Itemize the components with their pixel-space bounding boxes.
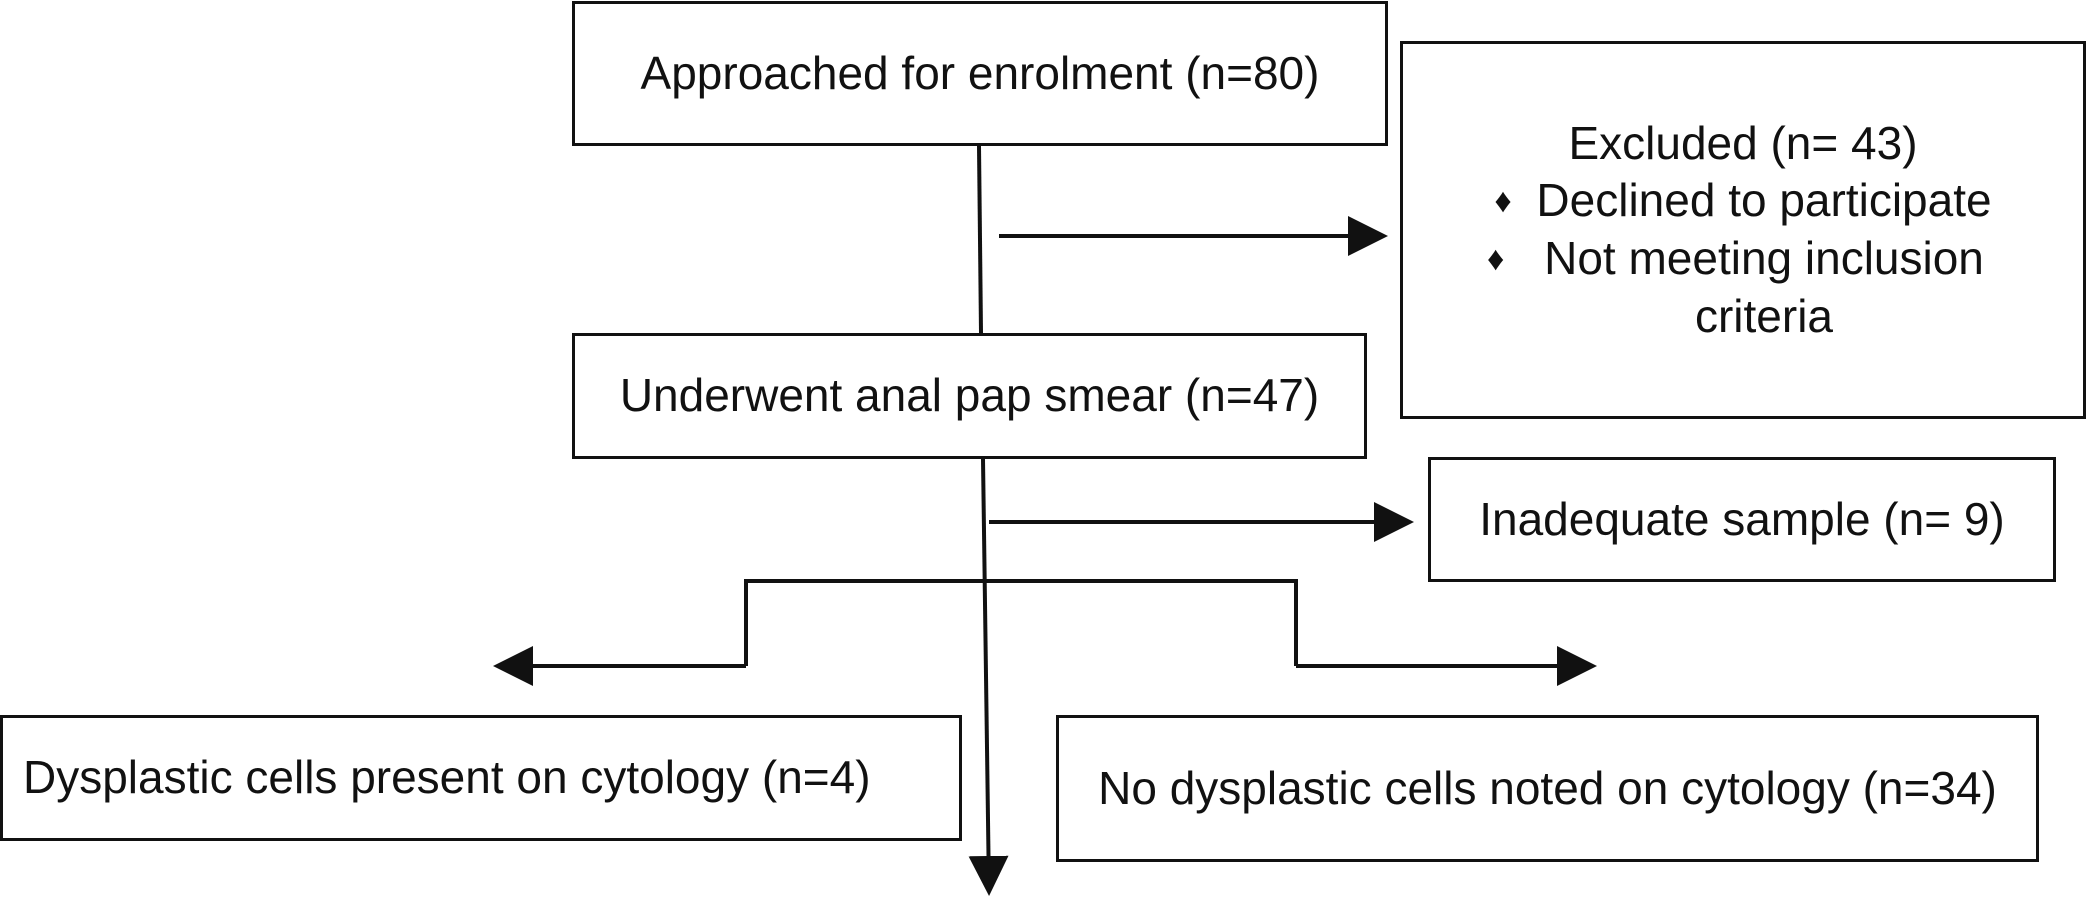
excluded-reason-2: ♦ Not meeting inclusion criteria [1487, 230, 1999, 345]
enrolment-label: Approached for enrolment (n=80) [640, 46, 1320, 99]
excluded-reason-label: Not meeting inclusion criteria [1544, 232, 1984, 342]
dysplastic-present-box: Dysplastic cells present on cytology (n=… [0, 715, 962, 841]
enrolment-box: Approached for enrolment (n=80) [572, 1, 1388, 146]
pap-smear-label: Underwent anal pap smear (n=47) [619, 369, 1320, 422]
split-connector [744, 579, 1298, 666]
excluded-reason-1: ♦ Declined to participate [1494, 172, 1991, 230]
dysplastic-present-label: Dysplastic cells present on cytology (n=… [23, 751, 871, 804]
excluded-title: Excluded (n= 43) [1568, 116, 1918, 169]
inadequate-sample-label: Inadequate sample (n= 9) [1479, 492, 2005, 545]
excluded-reason-label: Declined to participate [1536, 174, 1992, 227]
no-dysplastic-box: No dysplastic cells noted on cytology (n… [1056, 715, 2039, 862]
diamond-bullet-icon: ♦ [1494, 182, 1512, 221]
pap-smear-box: Underwent anal pap smear (n=47) [572, 333, 1367, 459]
diamond-bullet-icon: ♦ [1487, 240, 1505, 279]
no-dysplastic-label: No dysplastic cells noted on cytology (n… [1098, 761, 1997, 814]
connector-pap-downward [968, 458, 1009, 896]
connector-enrolment-to-pap [977, 145, 983, 334]
excluded-box: Excluded (n= 43) ♦ Declined to participa… [1400, 41, 2086, 419]
inadequate-sample-box: Inadequate sample (n= 9) [1428, 457, 2056, 582]
